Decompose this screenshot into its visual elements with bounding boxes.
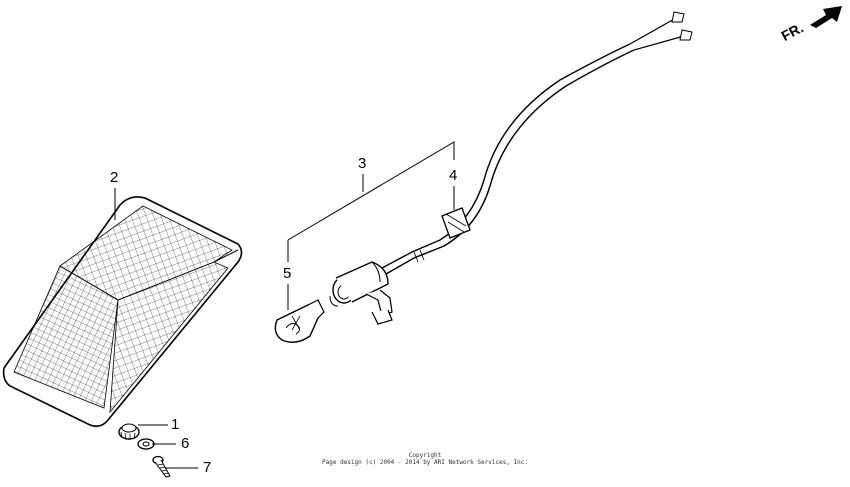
front-direction-arrow-icon: [810, 6, 842, 28]
grommet: [118, 423, 140, 441]
bulb: [274, 299, 325, 343]
callout-1: 1: [171, 416, 180, 433]
copyright-line-1: Copyright: [408, 452, 442, 459]
copyright-line-2: Page design (c) 2004 - 2014 by ARI Netwo…: [322, 459, 528, 466]
callout-5: 5: [283, 265, 292, 282]
callout-6: 6: [181, 435, 190, 452]
leader-lines: [114, 141, 455, 469]
callout-3: 3: [358, 155, 367, 172]
washer: [137, 438, 155, 450]
bulb-socket: [329, 261, 393, 325]
callout-2: 2: [110, 169, 119, 186]
wire-harness: [381, 11, 693, 275]
screw: [152, 455, 171, 478]
callout-7: 7: [203, 459, 212, 476]
tail-lens: [2, 196, 243, 428]
callout-4: 4: [449, 167, 458, 184]
